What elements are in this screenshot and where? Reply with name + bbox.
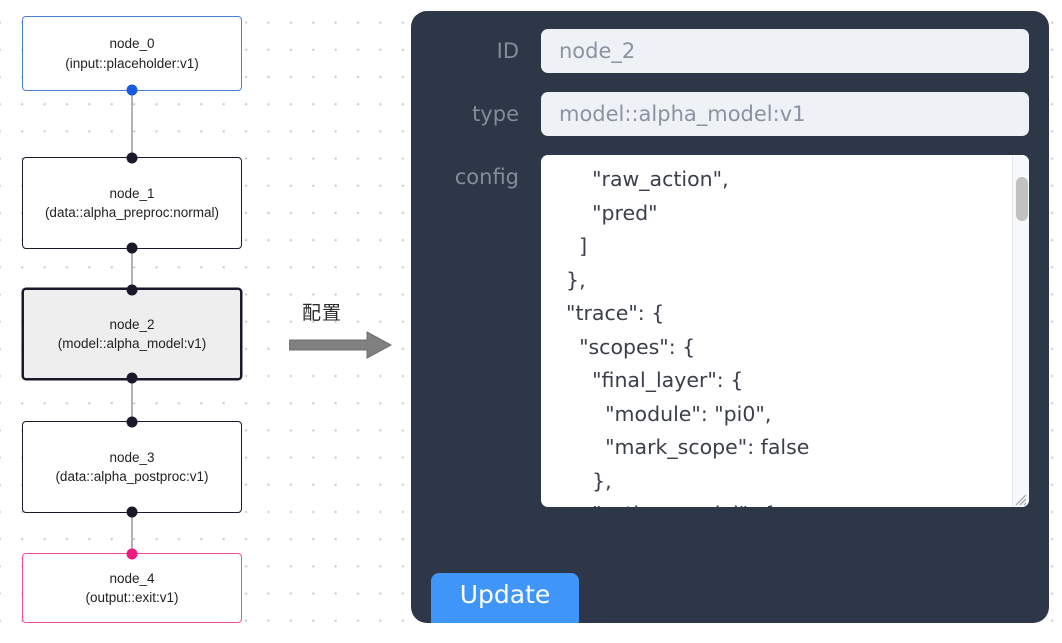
- config-field-label: config: [454, 165, 519, 189]
- node-label: node_0 (input::placeholder:v1): [65, 36, 199, 71]
- node-handle-target-icon[interactable]: [126, 284, 138, 296]
- annotation-arrow-group: 配置: [289, 298, 394, 360]
- graph-node-node_0[interactable]: node_0 (input::placeholder:v1): [22, 16, 242, 96]
- graph-node-node_1[interactable]: node_1 (data::alpha_preproc:normal): [22, 152, 242, 254]
- node-handle-target-icon[interactable]: [126, 416, 138, 428]
- node-label: node_4 (output::exit:v1): [85, 570, 179, 605]
- node-handle-source-icon[interactable]: [126, 84, 138, 96]
- type-input[interactable]: [541, 92, 1029, 136]
- node-label: node_3 (data::alpha_postproc:v1): [55, 449, 209, 484]
- resize-handle-icon[interactable]: [1011, 490, 1027, 506]
- graph-node-node_3[interactable]: node_3 (data::alpha_postproc:v1): [22, 416, 242, 518]
- field-row-id: ID: [431, 29, 1029, 73]
- config-scrollbar-thumb[interactable]: [1016, 177, 1028, 221]
- graph-node-node_2[interactable]: node_2 (model::alpha_model:v1): [22, 284, 242, 384]
- node-handle-target-icon[interactable]: [126, 548, 138, 560]
- config-scrollbar-track[interactable]: [1012, 155, 1029, 507]
- field-row-type: type: [431, 92, 1029, 136]
- node-handle-source-icon[interactable]: [126, 242, 138, 254]
- node-handle-source-icon[interactable]: [126, 372, 138, 384]
- node-handle-source-icon[interactable]: [126, 506, 138, 518]
- graph-node-node_4[interactable]: node_4 (output::exit:v1): [22, 548, 242, 623]
- node-config-panel: ID type config Update: [411, 11, 1049, 623]
- config-textarea-wrapper: [541, 155, 1029, 507]
- node-handle-target-icon[interactable]: [126, 152, 138, 164]
- field-row-config: config: [431, 155, 1029, 507]
- annotation-caption: 配置: [302, 302, 343, 324]
- update-button[interactable]: Update: [431, 573, 579, 623]
- id-field-label: ID: [496, 39, 519, 63]
- node-label: node_2 (model::alpha_model:v1): [57, 316, 207, 351]
- node-label: node_1 (data::alpha_preproc:normal): [44, 185, 220, 220]
- config-textarea[interactable]: [541, 155, 1029, 507]
- right-arrow-icon: [289, 331, 393, 359]
- type-field-label: type: [472, 102, 519, 126]
- id-input[interactable]: [541, 29, 1029, 73]
